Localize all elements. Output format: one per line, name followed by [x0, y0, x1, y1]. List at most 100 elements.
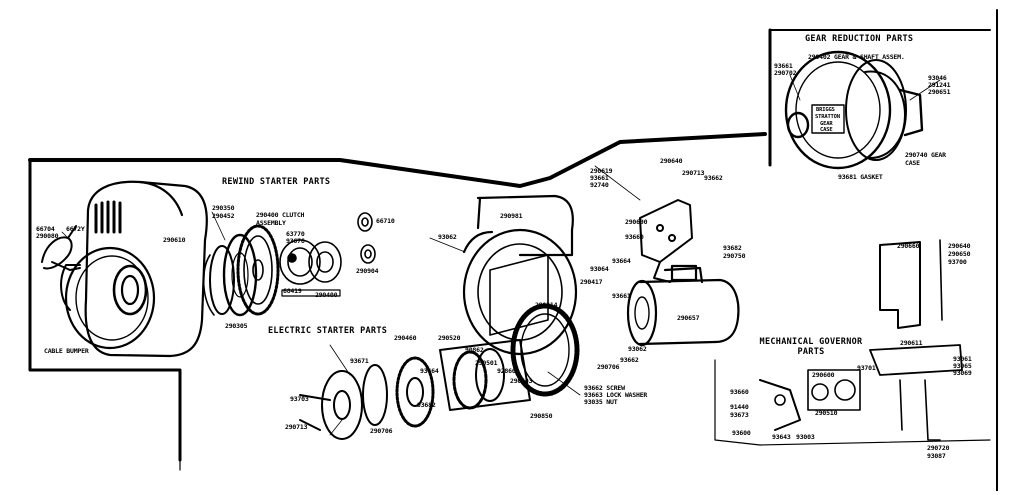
part-label: 290650	[948, 250, 971, 258]
part-label: 93681 GASKET	[838, 173, 883, 181]
part-label: 290660	[897, 242, 920, 250]
part-label: 90862	[465, 346, 484, 354]
part-label: 93661	[774, 62, 793, 70]
gear-reduction-housing	[784, 50, 924, 170]
part-label: 93662	[704, 174, 723, 182]
part-label: 290350	[212, 204, 235, 212]
recoil-pulley	[202, 233, 258, 317]
part-label: 93087	[927, 452, 946, 460]
part-label: 290400 CLUTCH ASSEMBLY	[256, 211, 305, 227]
part-label: 290214	[535, 301, 558, 309]
part-label: 290305	[225, 322, 248, 330]
part-label: 290657	[677, 314, 700, 322]
part-label: 290510	[815, 409, 838, 417]
part-label: 93662 SCREW	[584, 384, 625, 392]
part-label: 93064	[590, 265, 609, 273]
part-label: 93676	[286, 237, 305, 245]
part-label: 93701	[857, 364, 876, 372]
part-label: 93703	[290, 395, 309, 403]
drive-assembly	[299, 339, 531, 440]
part-label: 290600	[812, 371, 835, 379]
part-label: 290850	[530, 412, 553, 420]
part-label: 290400	[315, 291, 338, 299]
part-label: 91440	[730, 403, 749, 411]
starter-handle	[41, 225, 81, 271]
plate-text: STRATTON	[815, 114, 840, 120]
part-label: 93700	[948, 258, 967, 266]
part-label: 93673	[730, 411, 749, 419]
plate-text: CASE	[820, 127, 833, 133]
panel-borders	[28, 9, 998, 492]
plate-text: BRIGGS	[816, 107, 835, 113]
part-label: 93660	[730, 388, 749, 396]
part-label: 66710	[376, 217, 395, 225]
part-label: 290651	[928, 88, 951, 96]
plate-text: GEAR	[820, 121, 833, 127]
title-rewind-starter: REWIND STARTER PARTS	[222, 177, 331, 187]
part-label: 290640	[948, 242, 971, 250]
part-label: 290080	[36, 232, 59, 240]
part-label: 290981	[500, 212, 523, 220]
part-label: 290750	[723, 252, 746, 260]
part-label: 290713	[285, 423, 308, 431]
title-electric-starter: ELECTRIC STARTER PARTS	[268, 326, 388, 336]
part-label: 290417	[580, 278, 603, 286]
part-label: 63770	[286, 230, 305, 238]
part-label: 93003	[796, 433, 815, 441]
part-label: 290640	[660, 157, 683, 165]
part-label: 92740	[590, 181, 609, 189]
title-gear-reduction: GEAR REDUCTION PARTS	[805, 34, 914, 44]
part-label: 290690	[625, 218, 648, 226]
part-label: 93062	[628, 345, 647, 353]
part-label: 93046	[928, 74, 947, 82]
part-label: 93661	[612, 292, 631, 300]
engine-shroud	[60, 180, 208, 358]
part-label: 93660	[625, 233, 644, 241]
part-label: 93069	[953, 369, 972, 377]
part-label: 290713	[682, 169, 705, 177]
part-label: 290520	[438, 334, 461, 342]
section-dividers	[179, 359, 991, 471]
part-label: CABLE BUMPER	[44, 347, 89, 355]
starter-gear	[236, 224, 280, 316]
part-label: 93664	[420, 367, 439, 375]
part-label: 93600	[732, 429, 751, 437]
part-label: 290503	[510, 377, 533, 385]
title-mechanical-governor: MECHANICAL GOVERNOR PARTS	[759, 337, 863, 358]
part-label: 290706	[370, 427, 393, 435]
part-label: 92860	[497, 367, 516, 375]
blower-housing	[462, 194, 578, 356]
part-label: 290402 GEAR & SHAFT ASSEM.	[808, 53, 905, 61]
part-label: 93664	[612, 257, 631, 265]
part-label: 290611	[900, 339, 923, 347]
part-label: 290702	[774, 69, 797, 77]
part-label: 93682	[723, 244, 742, 252]
part-label: 93682	[417, 401, 436, 409]
washers	[357, 212, 376, 264]
starter-motor	[626, 264, 740, 347]
part-label: 290904	[356, 267, 379, 275]
part-label: 290501	[475, 359, 498, 367]
part-label: 290452	[212, 212, 235, 220]
part-label: 68419	[283, 287, 302, 295]
part-label: 93035 NUT	[584, 398, 618, 406]
part-label: 93643	[772, 433, 791, 441]
part-label: 93663 LOCK WASHER	[584, 391, 648, 399]
part-label: 290740 GEAR CASE	[905, 151, 946, 167]
governor-parts	[759, 239, 963, 441]
part-label: 290706	[597, 363, 620, 371]
part-label: 93061	[953, 355, 972, 363]
part-label: 93662	[620, 356, 639, 364]
part-label: 93065	[953, 362, 972, 370]
part-label: 93671	[350, 357, 369, 365]
part-label: 290460	[394, 334, 417, 342]
clutch-assembly	[279, 239, 342, 297]
part-label: 93661	[590, 174, 609, 182]
mounting-bracket	[639, 199, 693, 283]
part-label: 66704	[36, 225, 55, 233]
part-label: 290619	[590, 167, 613, 175]
part-label: 290610	[163, 236, 186, 244]
part-label: 93062	[438, 233, 457, 241]
